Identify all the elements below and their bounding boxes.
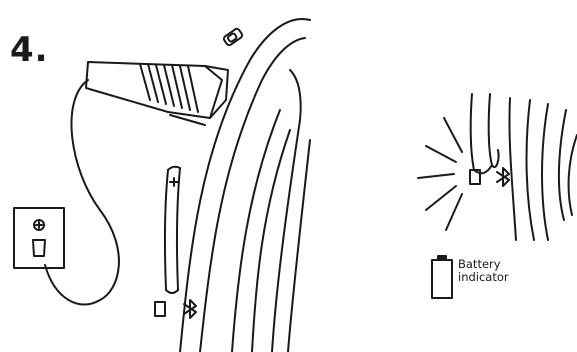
battery-icon xyxy=(155,302,165,316)
charger-connector xyxy=(86,62,228,125)
power-switch xyxy=(223,28,243,47)
indicator-light-icon xyxy=(418,118,462,230)
detail-bluetooth-icon xyxy=(497,168,509,186)
callout-battery-icon xyxy=(432,260,452,298)
battery-indicator-label: Battery indicator xyxy=(458,258,509,284)
charger-plug-icon xyxy=(33,240,45,256)
battery-label-line2: indicator xyxy=(458,271,509,284)
volume-slot xyxy=(165,167,180,293)
wall-outlet-icon xyxy=(14,208,64,268)
charger-cable xyxy=(45,80,119,305)
detail-view xyxy=(471,94,577,240)
